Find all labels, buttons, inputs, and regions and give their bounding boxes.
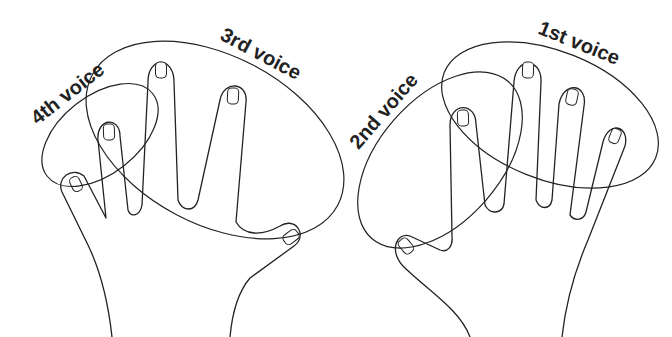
fingernail — [565, 88, 579, 106]
left-hand — [61, 63, 300, 337]
fingernail — [522, 62, 534, 78]
fingernail — [457, 110, 469, 126]
fingernail — [227, 88, 239, 105]
ellipse — [326, 41, 555, 278]
fingernail — [608, 127, 623, 145]
fingernail — [397, 236, 416, 255]
ellipse — [420, 13, 672, 217]
voice-label: 1st voice — [536, 17, 623, 68]
ellipse — [53, 1, 377, 280]
voice-label: 2nd voice — [346, 69, 422, 152]
fingernail — [156, 62, 167, 78]
right-hand — [395, 63, 625, 337]
voice-label: 3rd voice — [218, 24, 305, 83]
fingernail — [68, 175, 83, 193]
ellipse — [23, 63, 177, 207]
fingernail — [103, 124, 115, 140]
